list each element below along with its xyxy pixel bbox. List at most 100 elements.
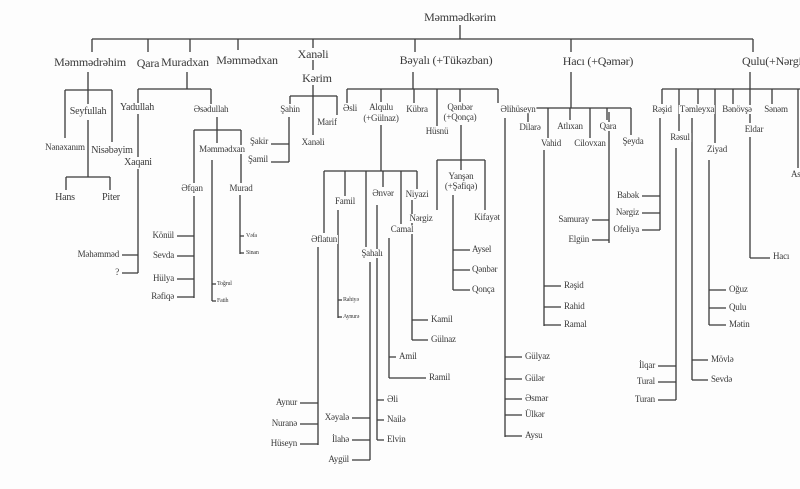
person-label: Yadullah [118, 101, 156, 113]
person-label: Camal [389, 224, 415, 235]
person-label: Vəfa [245, 232, 258, 239]
person-label: Hacı (+Qəmər) [561, 54, 635, 69]
person-label: Rahid [563, 301, 586, 312]
person-label: ? [114, 267, 120, 278]
person-label: Sənəm [763, 104, 789, 115]
person-label: Məmmədxan [215, 53, 279, 68]
person-label: Rəfiqə [150, 291, 175, 302]
person-label: (+Gülnaz) [362, 113, 400, 124]
person-label: Əflatun [309, 234, 339, 245]
person-label: Nənəxanım [44, 142, 86, 153]
person-label: Əfqan [180, 183, 204, 194]
person-label: Təmleyxa [678, 104, 716, 115]
person-label: Əli [386, 394, 399, 405]
person-label: Şahalı [360, 248, 384, 259]
person-label: Xəyalə [323, 412, 350, 423]
person-label: Əsli [341, 103, 359, 114]
person-label: İlqar [638, 360, 656, 371]
person-label: Elvin [386, 434, 407, 445]
person-label: Aygül [327, 454, 350, 465]
person-label: Əsədullah [192, 104, 230, 115]
person-label: Qulu(+Nərgiz [741, 55, 800, 68]
person-label: Aysel [471, 244, 493, 255]
person-label: Aynurə [342, 313, 361, 320]
person-label: Məmmədxan [198, 144, 246, 155]
person-label: Ənvər [371, 188, 395, 199]
person-label: Muradxan [160, 55, 210, 70]
person-label: Hacı [772, 251, 791, 262]
person-label: Ülkər [524, 409, 546, 420]
person-label: Bənövşə [721, 104, 753, 115]
person-label: Nuranə [270, 418, 298, 429]
person-label: Rəşid [563, 280, 585, 291]
person-label: Kamil [430, 314, 454, 325]
person-label: Turan [633, 394, 656, 405]
person-label: Gülnaz [430, 334, 457, 345]
person-label: Kərim [301, 71, 333, 86]
person-label: Dilarə [518, 122, 542, 133]
person-label: Amil [398, 351, 418, 362]
person-label: Famil [333, 196, 357, 207]
person-label: İlahə [331, 434, 350, 445]
person-label: Samuray [557, 214, 590, 225]
person-label: Nailə [386, 414, 407, 425]
person-label: Ziyad [706, 144, 728, 155]
person-label: Şamil [246, 154, 269, 165]
person-label: Bəyalı (+Tükəzban) [398, 53, 494, 68]
person-label: Mövlə [710, 354, 735, 365]
person-label: Sevda [152, 250, 175, 261]
person-label: Qənbər [471, 264, 499, 275]
person-label: Nisəbəyim [90, 144, 134, 156]
person-label: (+Şəfiqə) [443, 181, 479, 192]
person-label: Rəsul [669, 132, 691, 143]
person-label: Eldar [743, 124, 765, 135]
person-label: Piter [101, 191, 121, 203]
person-label: Qənbər [446, 102, 474, 113]
person-label: Xanəli [296, 47, 330, 62]
person-label: Mətin [728, 319, 751, 330]
person-label: Xaqani [123, 156, 153, 168]
root-person-label: Məmmədkərim [423, 10, 497, 25]
person-label: Gülər [524, 373, 546, 384]
person-label: Babək [616, 190, 640, 201]
person-label: Hüseyn [269, 438, 298, 449]
connector-path [64, 25, 800, 461]
person-label: Toğrul [216, 280, 233, 287]
person-label: Niyazi [404, 189, 430, 200]
person-label: Şeyda [621, 136, 645, 147]
person-label: Rahiyə [342, 296, 360, 303]
person-label: Marif [316, 117, 338, 128]
person-label: Gülyaz [524, 351, 551, 362]
person-label: Tural [635, 376, 656, 387]
person-label: Kübra [405, 104, 429, 115]
person-label: Xanəli [300, 137, 326, 148]
person-label: Fatih [216, 297, 230, 304]
person-label: Nərgiz [408, 213, 434, 224]
person-label: (+Qonça) [442, 112, 478, 123]
person-label: Kifayət [473, 212, 501, 223]
person-label: Aysu [524, 430, 544, 441]
person-label: Vahid [540, 138, 562, 149]
person-label: Hülya [152, 273, 175, 284]
person-label: Ramil [428, 372, 451, 383]
person-label: Şahin [279, 104, 301, 115]
person-label: Oğuz [728, 284, 749, 295]
person-label: Məhəmməd [76, 249, 120, 260]
person-label: Sevdə [710, 374, 733, 385]
person-label: Nərgiz [614, 207, 640, 218]
person-label: Rəşid [651, 104, 673, 115]
person-label: Məmmədrəhim [53, 55, 127, 70]
person-label: Əlihüseyn [499, 104, 537, 115]
person-label: Murad [228, 183, 254, 194]
person-label: Ramal [563, 319, 588, 330]
person-label: Qara [598, 121, 618, 132]
person-label: Ofeliya [612, 224, 640, 235]
person-label: Sinan [245, 249, 260, 256]
person-label: Könül [151, 230, 175, 241]
person-label: Əsmər [524, 393, 549, 404]
person-label: Hans [54, 191, 76, 203]
person-label: Atlıxan [556, 121, 584, 132]
person-label: Cilovxan [573, 138, 607, 149]
person-label: Yanşən [447, 171, 475, 182]
